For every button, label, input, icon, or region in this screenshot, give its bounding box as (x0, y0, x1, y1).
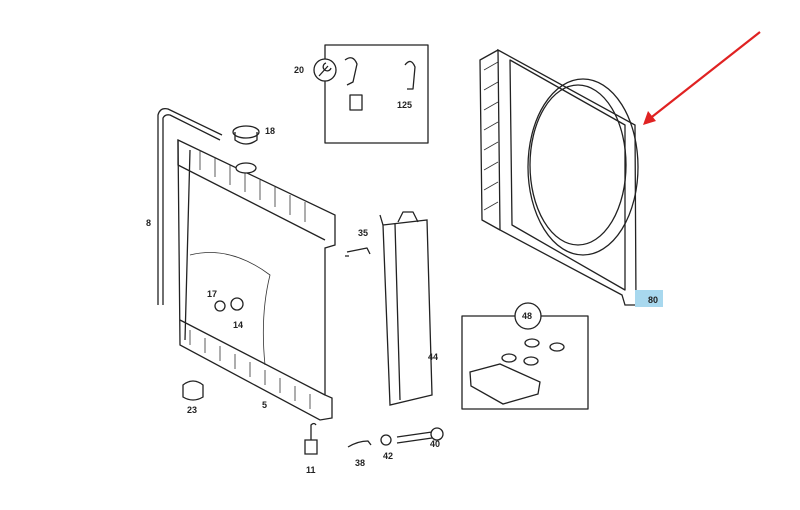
callout-125[interactable]: 125 (397, 100, 413, 110)
callout-17[interactable]: 17 (207, 289, 218, 299)
kit-badge-48 (514, 302, 542, 330)
pointer-arrow (647, 31, 761, 121)
callout-20[interactable]: 20 (294, 65, 305, 75)
shroud-ring (529, 84, 627, 246)
mount-bracket (469, 363, 541, 405)
hose-part-8 (157, 107, 223, 305)
callout-11[interactable]: 11 (306, 465, 316, 475)
clip-kit-box (324, 44, 429, 144)
washer-42 (380, 434, 392, 446)
oil-cooler-44 (382, 219, 433, 406)
callout-18[interactable]: 18 (265, 126, 276, 136)
callout-48[interactable]: 48 (522, 311, 533, 321)
clip-parts (344, 57, 416, 111)
arrow-head-icon (643, 111, 656, 125)
callout-44[interactable]: 44 (428, 352, 439, 362)
nut-14 (230, 297, 244, 311)
callout-80[interactable]: 80 (648, 295, 659, 305)
radiator-cap-18 (232, 125, 260, 139)
bracket-38 (347, 440, 372, 448)
radiator-part-5 (177, 138, 336, 421)
callout-14[interactable]: 14 (233, 320, 244, 330)
washer-17 (214, 300, 226, 312)
highlight-80 (635, 290, 663, 307)
callout-38[interactable]: 38 (355, 458, 366, 468)
callout-23[interactable]: 23 (187, 405, 198, 415)
fan-shroud-80 (497, 48, 637, 306)
wrench-glyph (318, 62, 332, 77)
callout-40[interactable]: 40 (430, 439, 441, 449)
drain-valve-11 (304, 422, 318, 455)
bolt-40 (396, 431, 433, 444)
drain-plug-23 (182, 380, 204, 401)
callout-35[interactable]: 35 (358, 228, 369, 238)
callout-5[interactable]: 5 (262, 400, 268, 410)
bracket-35 (345, 247, 371, 257)
callout-42[interactable]: 42 (383, 451, 394, 461)
callout-8[interactable]: 8 (146, 218, 152, 228)
